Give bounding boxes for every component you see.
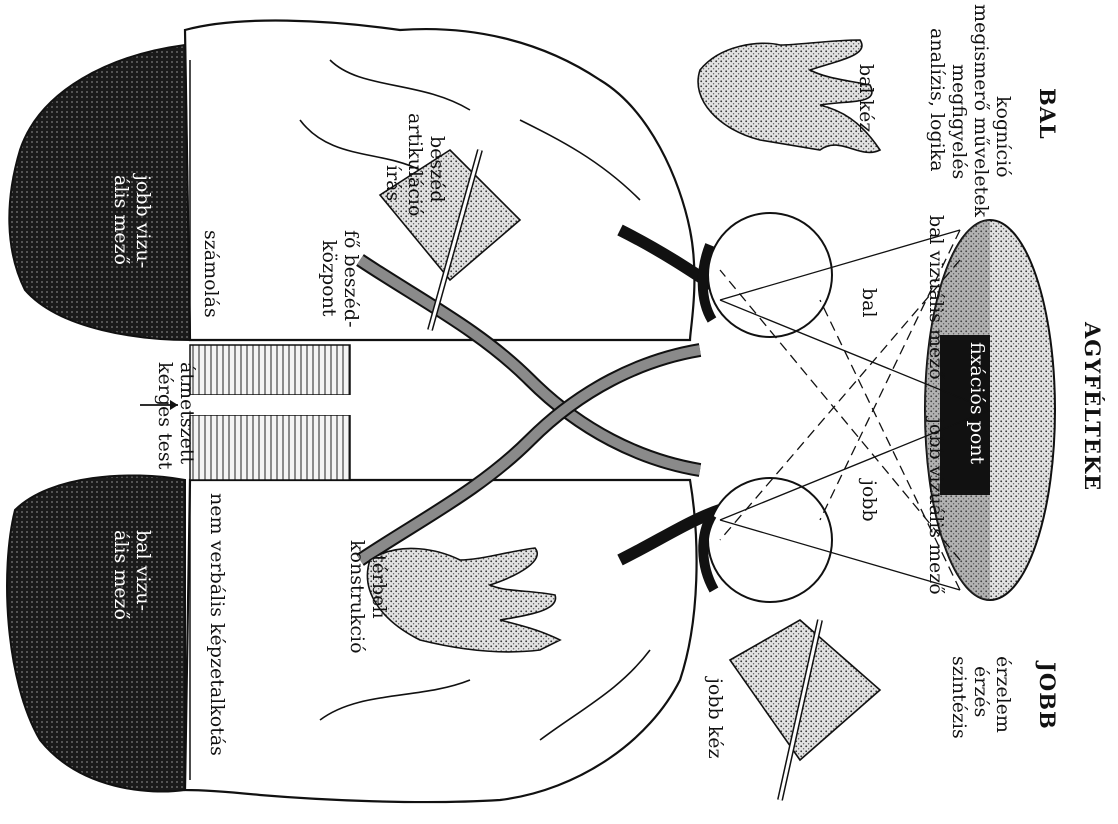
spatial-label-1: térbeli xyxy=(369,555,388,619)
title: AGYFÉLTEKE xyxy=(1082,322,1103,491)
corpus-callosum-label-1: átmetszett xyxy=(177,362,196,464)
left-function-1: kogníció xyxy=(993,96,1012,178)
writing-label: írás xyxy=(383,165,402,201)
right-visual-cortex-1: jobb vizu- xyxy=(133,175,152,268)
right-writing-hand xyxy=(730,620,880,800)
main-speech-center-2: központ xyxy=(319,240,338,316)
left-function-2: megismerő műveletek xyxy=(971,4,990,217)
eyes xyxy=(703,213,832,602)
right-hand-label: jobb kéz xyxy=(705,678,724,758)
left-visual-cortex-2: ális mező xyxy=(111,530,130,620)
right-function-1: érzelem xyxy=(993,656,1012,733)
speech-label: beszéd xyxy=(427,136,446,203)
right-visual-field-label: jobb vizuális mező xyxy=(926,418,945,595)
spatial-label-2: konstrukció xyxy=(347,540,366,654)
label-right-side: JOBB xyxy=(1037,662,1058,730)
left-function-4: analízis, logika xyxy=(927,28,946,172)
left-eye-label: bal xyxy=(859,288,878,318)
left-hand xyxy=(698,40,880,152)
calculation-label: számolás xyxy=(201,230,220,318)
nonverbal-label: nem verbális képzetalkotás xyxy=(207,493,226,756)
right-function-3: szintézis xyxy=(949,656,968,739)
right-function-2: érzés xyxy=(971,666,990,717)
fixation-point-label: fixációs pont xyxy=(967,342,986,464)
left-visual-cortex-1: bal vizu- xyxy=(133,530,152,611)
left-function-3: megfigyelés xyxy=(949,64,968,179)
corpus-callosum-label-2: kérges test xyxy=(155,362,174,469)
right-visual-cortex-2: ális mező xyxy=(111,175,130,265)
left-hand-label: bal kéz xyxy=(856,64,875,132)
right-eye-label: jobb xyxy=(859,480,878,522)
label-left-side: BAL xyxy=(1037,88,1058,140)
main-speech-center-1: fő beszéd- xyxy=(341,230,360,328)
articulation-label: artikuláció xyxy=(405,113,424,216)
left-visual-field-label: bal vizuális mező xyxy=(926,215,945,380)
